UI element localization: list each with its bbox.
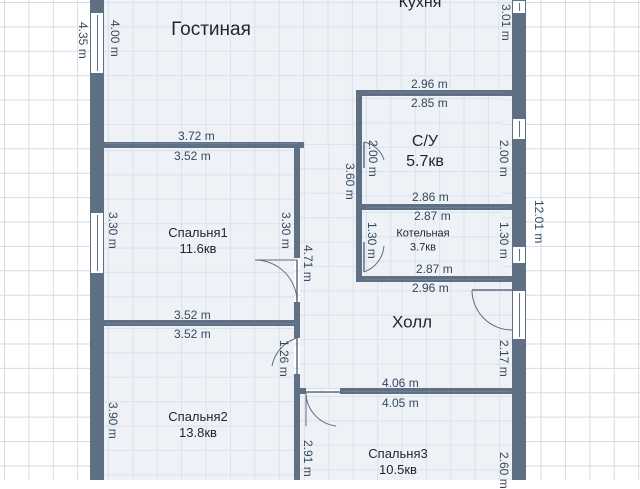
dim-label: 4.00 m xyxy=(108,20,122,57)
dim-label: 4.71 m xyxy=(301,245,315,282)
window-kitchen-right xyxy=(512,0,526,14)
bedroom3-floor xyxy=(300,394,512,480)
door-bathroom[interactable] xyxy=(362,140,386,170)
door-bedroom3[interactable] xyxy=(304,386,342,428)
dim-label: 4.05 m xyxy=(382,396,419,410)
window-boiler-right xyxy=(512,246,526,264)
dim-label: 2.17 m xyxy=(497,340,511,377)
room-name: Котельная xyxy=(396,227,450,240)
wall-bathroom-top xyxy=(356,90,512,96)
living-room-floor xyxy=(104,0,512,142)
dim-label: 3.52 m xyxy=(174,308,211,322)
dim-label: 12.01 m xyxy=(532,200,546,244)
room-area: 3.7кв xyxy=(410,241,436,253)
dim-label: 1.30 m xyxy=(497,222,511,259)
room-name: Спальня3 xyxy=(368,445,428,461)
dim-label: 2.87 m xyxy=(416,262,453,276)
window-hall-right xyxy=(512,290,526,340)
room-area: 11.6кв xyxy=(179,241,217,256)
dim-label: 2.96 m xyxy=(411,77,448,91)
dim-label: 3.30 m xyxy=(106,212,120,249)
door-bedroom2[interactable] xyxy=(270,336,302,376)
room-label-bedroom1: Спальня1 11.6кв xyxy=(168,225,227,258)
dim-label: 3.30 m xyxy=(279,212,293,249)
window-living-left xyxy=(90,12,104,74)
dimline-2-96-bottom xyxy=(366,279,506,280)
room-area: 10.5кв xyxy=(379,462,417,477)
room-label-bedroom2: Спальня2 13.8кв xyxy=(168,409,227,442)
dim-label: 2.96 m xyxy=(412,281,449,295)
dimline-3-72 xyxy=(106,143,298,144)
wall-hall-bedroom3-left xyxy=(294,388,306,394)
room-name: Холл xyxy=(391,312,433,332)
room-name: С/У xyxy=(411,133,439,150)
window-bathroom-right xyxy=(512,118,526,140)
dimline-3-52-mid xyxy=(106,323,294,324)
dim-label: 2.91 m xyxy=(301,440,315,477)
room-label-kitchen: Кухня xyxy=(399,0,442,13)
room-name: Спальня2 xyxy=(168,408,228,424)
dim-label: 2.60 m xyxy=(497,452,511,489)
dim-label: 1.30 m xyxy=(365,222,379,259)
room-label-hall: Холл xyxy=(392,311,432,332)
dim-label: 1.26 m xyxy=(277,340,291,377)
window-bedroom1-left xyxy=(90,212,104,274)
dim-label: 3.52 m xyxy=(174,149,211,163)
dimline-4-06 xyxy=(342,391,510,392)
wall-living-bedroom1 xyxy=(104,142,304,148)
dim-label: 2.00 m xyxy=(366,140,380,177)
door-bedroom1[interactable] xyxy=(252,258,302,304)
bedroom1-floor xyxy=(104,148,294,320)
right-exterior-wall xyxy=(512,0,526,480)
dim-label: 3.60 m xyxy=(343,163,357,200)
dim-label: 3.52 m xyxy=(174,327,211,341)
door-entrance[interactable] xyxy=(470,286,514,346)
room-label-living: Гостиная xyxy=(171,18,251,42)
dim-label: 2.85 m xyxy=(411,96,448,110)
room-label-bedroom3: Спальня3 10.5кв xyxy=(368,446,427,479)
room-name: Спальня1 xyxy=(168,224,228,240)
bedroom2-floor xyxy=(104,326,294,480)
wall-bedroom1-right xyxy=(294,142,300,258)
boiler-room-floor xyxy=(362,210,502,276)
dim-label: 4.35 m xyxy=(76,22,90,59)
room-area: 13.8кв xyxy=(179,425,217,440)
dim-label: 2.86 m xyxy=(412,190,449,204)
door-boiler[interactable] xyxy=(362,240,386,274)
wall-bedroom2-right xyxy=(294,374,300,480)
dim-label: 3.72 m xyxy=(178,129,215,143)
dim-label: 2.87 m xyxy=(414,209,451,223)
dim-label: 3.01 m xyxy=(499,4,513,41)
dimline-2-96-top xyxy=(366,92,506,93)
room-label-boiler: Котельная 3.7кв xyxy=(396,227,449,255)
room-area: 5.7кв xyxy=(406,153,444,170)
room-label-bathroom: С/У 5.7кв xyxy=(406,132,444,172)
dimline-2-87 xyxy=(366,207,506,208)
dim-label: 3.90 m xyxy=(106,402,120,439)
room-name: Гостиная xyxy=(171,19,251,41)
room-name: Кухня xyxy=(398,0,442,11)
dim-label: 2.00 m xyxy=(497,140,511,177)
wall-bathroom-left xyxy=(356,90,362,276)
dim-label: 4.06 m xyxy=(382,376,419,390)
bathroom-floor xyxy=(362,96,502,204)
